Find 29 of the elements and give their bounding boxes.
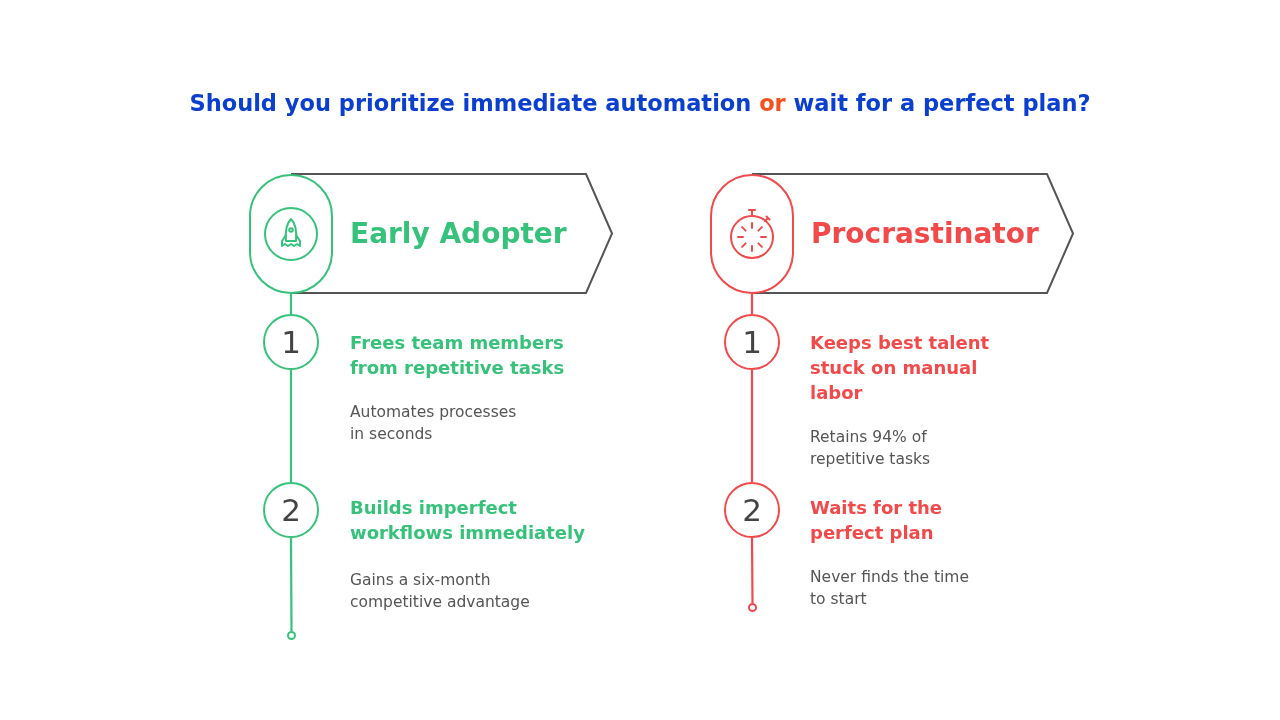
- icon-pill: [710, 174, 794, 294]
- step-heading: Builds imperfect workflows immediately: [350, 496, 586, 545]
- step-description: Never finds the time to start: [810, 567, 970, 610]
- timeline-line: [289, 538, 293, 631]
- timeline-end-dot: [748, 603, 757, 612]
- icon-pill: [249, 174, 333, 294]
- step-circle: [263, 314, 319, 370]
- timeline-line: [750, 538, 754, 603]
- step-number: 2: [281, 494, 301, 526]
- step-number: 2: [742, 494, 762, 526]
- step-number: 1: [742, 326, 762, 358]
- timeline-end-dot: [287, 631, 296, 640]
- header-title: Early Adopter: [350, 216, 567, 252]
- step-heading: Frees team members from repetitive tasks: [350, 331, 566, 380]
- step-circle: [724, 482, 780, 538]
- step-description: Gains a six-month competitive advantage: [350, 570, 531, 613]
- header-title: Procrastinator: [811, 216, 1039, 252]
- step-heading: Keeps best talent stuck on manual labor: [810, 331, 991, 405]
- step-heading: Waits for the perfect plan: [810, 496, 944, 545]
- step-circle: [263, 482, 319, 538]
- step-description: Automates processes in seconds: [350, 402, 518, 445]
- timeline-line: [750, 294, 754, 314]
- step-description: Retains 94% of repetitive tasks: [810, 427, 932, 470]
- timeline-line: [289, 294, 293, 314]
- timeline-line: [289, 370, 293, 482]
- step-number: 1: [281, 326, 301, 358]
- timeline-line: [750, 370, 754, 482]
- step-circle: [724, 314, 780, 370]
- title: Should you prioritize immediate automation or wait for a perfect plan?: [188, 89, 1092, 118]
